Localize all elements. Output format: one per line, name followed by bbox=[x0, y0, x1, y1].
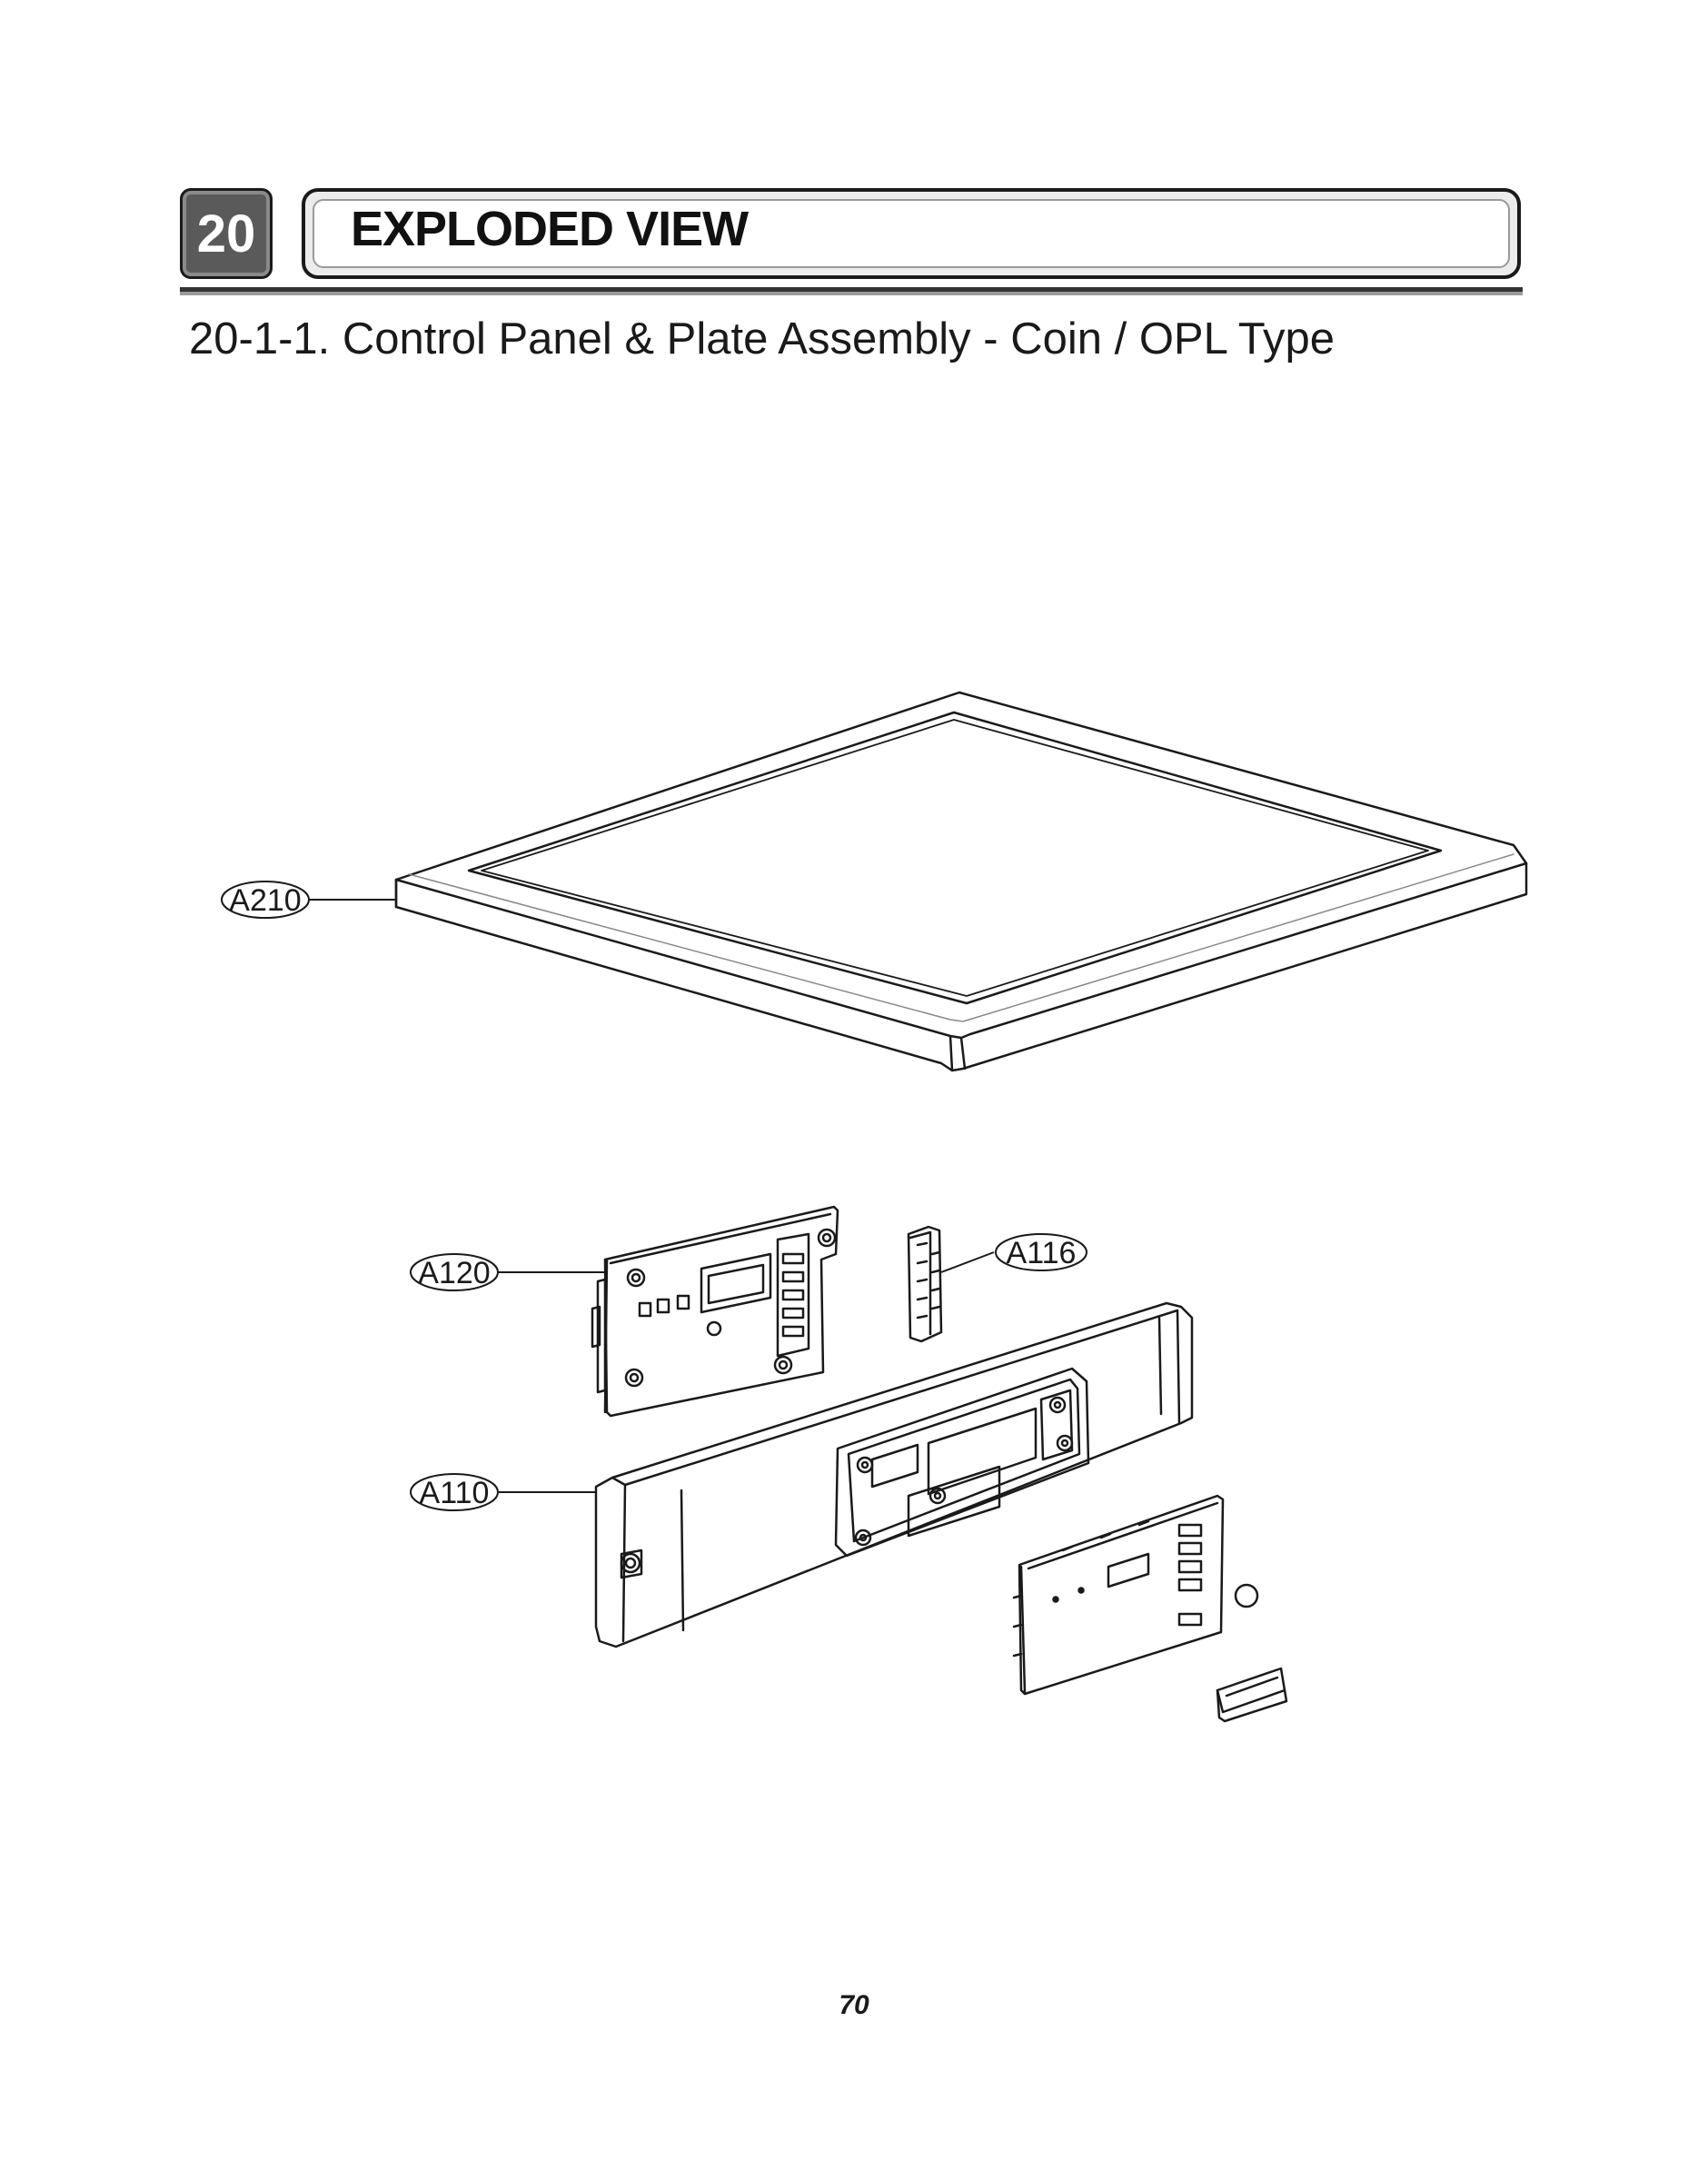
section-title-inner bbox=[313, 199, 1510, 268]
header-rule-shadow bbox=[180, 292, 1523, 295]
diagram-subtitle: 20-1-1. Control Panel & Plate Assembly -… bbox=[189, 314, 1336, 364]
button-cap-part bbox=[1216, 1667, 1288, 1723]
display-plate-part bbox=[1012, 1494, 1259, 1696]
callout-label-a120: A120 bbox=[418, 1256, 490, 1290]
section-title-box: EXPLODED VIEW bbox=[302, 188, 1521, 279]
callout-bubble bbox=[410, 1473, 499, 1511]
callout-bubble bbox=[410, 1253, 499, 1291]
section-number: 20 bbox=[196, 204, 256, 264]
callout-a210: A210 bbox=[221, 881, 310, 919]
page-number: 70 bbox=[839, 1990, 869, 2020]
section-title: EXPLODED VIEW bbox=[351, 202, 749, 256]
callout-a110: A110 bbox=[410, 1473, 499, 1511]
callout-bubble bbox=[221, 881, 310, 919]
callout-a116: A116 bbox=[995, 1233, 1087, 1271]
pcb-assembly-part bbox=[591, 1205, 839, 1418]
callout-label-a116: A116 bbox=[1007, 1236, 1077, 1270]
callout-bubble bbox=[995, 1233, 1087, 1271]
section-number-badge: 20 bbox=[180, 188, 273, 279]
control-panel-part bbox=[594, 1301, 1194, 1648]
callout-a120: A120 bbox=[410, 1253, 499, 1291]
callout-label-a210: A210 bbox=[229, 883, 301, 918]
knob-part bbox=[907, 1225, 943, 1343]
header-rule bbox=[180, 287, 1523, 292]
leader-line-a116 bbox=[940, 1251, 995, 1273]
callout-label-a110: A110 bbox=[420, 1476, 490, 1510]
top-plate-part bbox=[394, 691, 1528, 1072]
